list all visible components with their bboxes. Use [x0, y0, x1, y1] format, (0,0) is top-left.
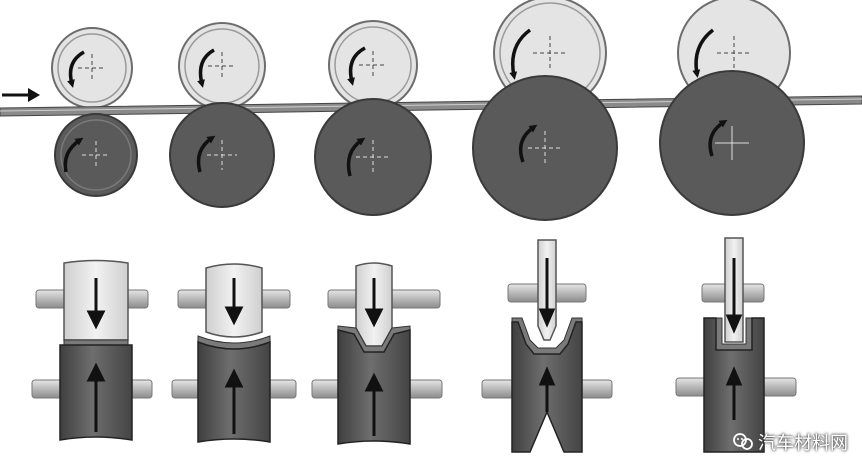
rotation-arrow-icon — [63, 28, 728, 177]
profile-stand-5 — [675, 237, 797, 453]
feed-direction-arrow-icon — [2, 88, 40, 102]
profile-stand-1 — [31, 259, 153, 441]
force-arrow-icon — [86, 258, 743, 436]
watermark: 汽车材料网 — [732, 429, 848, 455]
roll-center-marks — [78, 36, 751, 174]
watermark-logo-icon — [733, 433, 753, 450]
watermark-text: 汽车材料网 — [758, 433, 848, 454]
profile-stand-3 — [311, 262, 443, 445]
